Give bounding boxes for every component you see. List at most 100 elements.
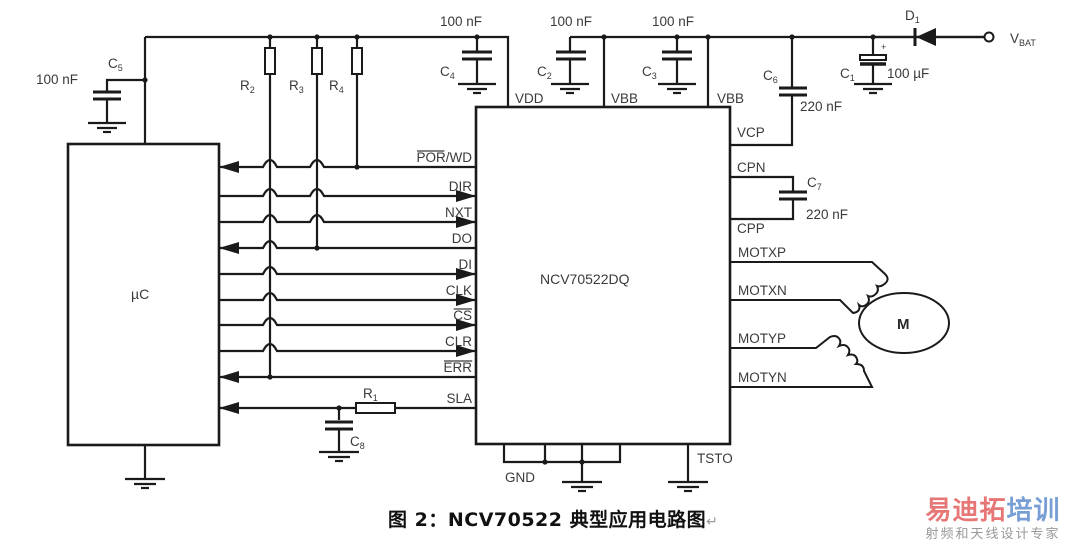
svg-text:M: M [897, 316, 910, 333]
svg-text:MOTYP: MOTYP [738, 331, 786, 346]
ground-icon [854, 82, 892, 95]
svg-text:220 nF: 220 nF [800, 99, 842, 114]
svg-text:C2: C2 [537, 64, 552, 81]
ground-icon [551, 82, 589, 95]
pin-label-por-wd: POR/WD [417, 150, 473, 165]
svg-text:R3: R3 [289, 78, 304, 95]
ground-icon [88, 121, 126, 134]
coil-y [730, 335, 874, 388]
ground-icon [658, 82, 696, 95]
pin-label-sla: SLA [446, 391, 472, 406]
caption-prefix: 图 2： [388, 509, 448, 531]
svg-text:VCP: VCP [737, 125, 765, 140]
svg-text:100 nF: 100 nF [652, 14, 694, 29]
driver-ic: NCV70522DQ VDD VBB VBB [474, 91, 744, 446]
resistor-r2: R2 [240, 34, 276, 377]
pin-label-do: DO [452, 231, 472, 246]
signal-line-di [219, 265, 476, 276]
ground-icon [562, 480, 602, 493]
arrow-right-icon [456, 319, 476, 331]
resistor-r1 [355, 402, 396, 414]
pin-label-di: DI [459, 257, 473, 272]
capacitor-c1: + C1 100 µF [840, 34, 929, 95]
motor-outputs: MOTXP MOTXN MOTYP MOTYN M [730, 245, 950, 388]
junction-dot [267, 374, 273, 380]
pin-label-nxt: NXT [445, 205, 472, 220]
motor-icon [858, 292, 950, 354]
svg-text:+: + [881, 42, 886, 52]
capacitor-c6: C6 220 nF [730, 34, 842, 147]
signal-line-nxt [219, 213, 476, 224]
c7-name: C7 [807, 175, 822, 192]
caption-text: NCV70522 典型应用电路图 [447, 509, 707, 531]
svg-text:C3: C3 [642, 64, 657, 81]
arrow-left-icon [219, 242, 239, 254]
svg-text:CPP: CPP [737, 221, 765, 236]
capacitor-c5: C5 100 nF [36, 56, 148, 134]
signal-line-clr [219, 342, 476, 353]
ground-pins: GND TSTO [502, 444, 733, 493]
c5-value: 100 nF [36, 72, 78, 87]
c5-name: C5 [108, 56, 123, 73]
svg-text:VDD: VDD [515, 91, 544, 106]
arrow-right-icon [456, 294, 476, 306]
signal-line-do [219, 239, 476, 250]
arrow-right-icon [456, 268, 476, 280]
svg-text:100 µF: 100 µF [887, 66, 929, 81]
svg-text:C1: C1 [840, 66, 855, 83]
figure-caption: 图 2：NCV70522 典型应用电路图↵ [388, 505, 718, 532]
arrow-left-icon [219, 371, 239, 383]
supply-rail [143, 35, 985, 143]
svg-text:100 nF: 100 nF [440, 14, 482, 29]
ground-icon [668, 480, 708, 493]
svg-text:R4: R4 [329, 78, 344, 95]
pin-label-clr: CLR [445, 334, 472, 349]
svg-text:GND: GND [505, 470, 535, 485]
junction-dot [354, 164, 360, 170]
capacitor-c3: 100 nF C3 [642, 14, 711, 95]
return-mark: ↵ [706, 514, 719, 530]
arrow-right-icon [456, 190, 476, 202]
pin-label-cs: CS [453, 308, 472, 323]
signal-line-dir [219, 187, 476, 198]
arrow-right-icon [456, 345, 476, 357]
svg-text:R2: R2 [240, 78, 255, 95]
svg-text:VBB: VBB [611, 91, 638, 106]
svg-text:VBAT: VBAT [1010, 31, 1036, 48]
svg-text:C4: C4 [440, 64, 455, 81]
arrow-left-icon [219, 161, 239, 173]
vbat-terminal[interactable]: VBAT [983, 31, 1037, 48]
signal-line-por-wd [219, 158, 476, 169]
svg-text:µC: µC [131, 286, 149, 302]
svg-text:MOTYN: MOTYN [738, 370, 787, 385]
microcontroller: µC [66, 142, 221, 490]
signal-bus: POR/WD DIR NXT DO DI CLK CS CLR ERR SLA [219, 150, 476, 414]
resistor-r4: R4 [329, 34, 363, 167]
svg-text:220 nF: 220 nF [806, 207, 848, 222]
arrow-right-icon [456, 216, 476, 228]
ground-icon [319, 450, 359, 463]
junction-dot [314, 245, 320, 251]
svg-text:R1: R1 [363, 386, 378, 403]
arrow-left-icon [219, 402, 239, 414]
coil-x [730, 261, 889, 315]
pin-label-err: ERR [443, 360, 472, 375]
ground-icon [125, 477, 165, 490]
svg-text:D1: D1 [905, 8, 920, 25]
sla-network: R1 C8 [319, 386, 396, 463]
diode-d1: D1 [873, 8, 985, 46]
svg-text:MOTXN: MOTXN [738, 283, 787, 298]
svg-text:C8: C8 [350, 434, 365, 451]
pin-label-clk: CLK [446, 283, 472, 298]
capacitor-c2: 100 nF C2 [537, 14, 607, 95]
capacitor-c4: 100 nF C4 [440, 14, 496, 95]
svg-text:CPN: CPN [737, 160, 766, 175]
svg-text:TSTO: TSTO [697, 451, 733, 466]
svg-text:100 nF: 100 nF [550, 14, 592, 29]
signal-line-cs [219, 316, 476, 327]
svg-text:NCV70522DQ: NCV70522DQ [540, 271, 630, 287]
ground-icon [458, 82, 496, 95]
signal-line-clk [219, 291, 476, 302]
svg-text:C6: C6 [763, 68, 778, 85]
pin-label-dir: DIR [449, 179, 473, 194]
